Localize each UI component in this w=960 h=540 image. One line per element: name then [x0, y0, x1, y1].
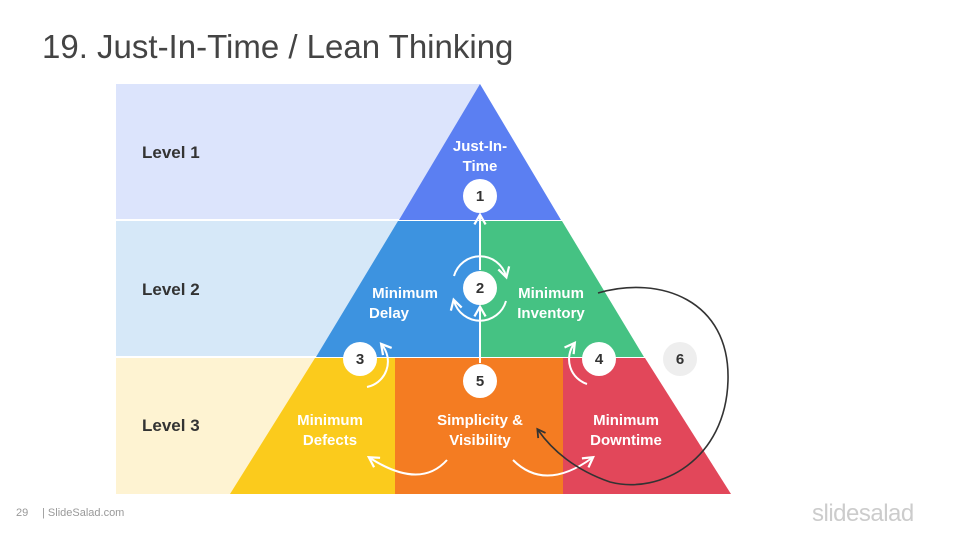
cycle-arrow-bottom — [449, 297, 507, 322]
segment-minimum-inventory — [480, 221, 644, 357]
cycle-arrow-top — [453, 255, 511, 280]
number-badge-2: 2 — [463, 271, 497, 305]
cycle-arrow-3 — [366, 342, 393, 388]
minimum-delay-label-2: Delay — [369, 305, 410, 322]
minimum-downtime-label-1: Minimum — [593, 412, 659, 429]
segment-just-in-time — [399, 84, 561, 220]
minimum-inventory-label-2: Inventory — [517, 305, 585, 322]
number-4: 4 — [595, 351, 604, 368]
number-3: 3 — [356, 351, 364, 368]
minimum-downtime-label-2: Downtime — [590, 432, 662, 449]
footer-source: | SlideSalad.com — [42, 507, 125, 519]
simplicity-visibility-label-1: Simplicity & — [437, 412, 523, 429]
segment-minimum-defects — [230, 358, 395, 494]
segment-minimum-downtime — [563, 358, 731, 494]
number-badge-6: 6 — [663, 342, 697, 376]
minimum-defects-label-2: Defects — [303, 432, 357, 449]
level-1-label: Level 1 — [142, 143, 200, 162]
minimum-inventory-label-1: Minimum — [518, 285, 584, 302]
slide-title: 19. Just-In-Time / Lean Thinking — [42, 28, 514, 65]
number-1: 1 — [476, 188, 484, 205]
segment-simplicity-visibility — [395, 358, 563, 494]
number-badge-4: 4 — [582, 342, 616, 376]
number-badge-3: 3 — [343, 342, 377, 376]
number-6: 6 — [676, 351, 684, 368]
just-in-time-label-2: Time — [463, 158, 498, 175]
number-badge-1: 1 — [463, 179, 497, 213]
minimum-delay-label-1: Minimum — [372, 285, 438, 302]
arrow-simplicity-to-downtime — [512, 455, 595, 477]
minimum-defects-label-1: Minimum — [297, 412, 363, 429]
level-3-label: Level 3 — [142, 416, 200, 435]
loop-arrow-6 — [536, 286, 729, 486]
brand-logo: slidesalad — [812, 500, 914, 527]
number-5: 5 — [476, 373, 484, 390]
segment-minimum-delay — [316, 221, 480, 357]
cycle-arrow-4 — [564, 341, 588, 385]
page-number: 29 — [16, 507, 29, 519]
just-in-time-label-1: Just-In- — [453, 138, 507, 155]
simplicity-visibility-label-2: Visibility — [449, 432, 511, 449]
arrow-simplicity-to-defects — [366, 456, 448, 476]
number-badge-5: 5 — [463, 364, 497, 398]
number-2: 2 — [476, 280, 484, 297]
level-2-label: Level 2 — [142, 280, 200, 299]
